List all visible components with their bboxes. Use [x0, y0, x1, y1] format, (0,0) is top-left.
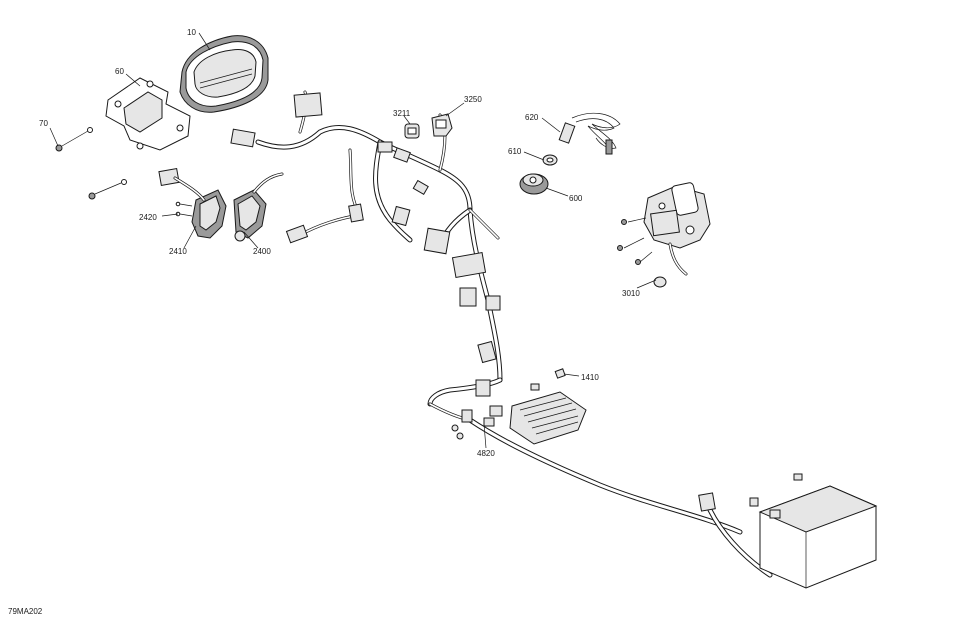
callout-2410: 2410: [169, 247, 187, 256]
callout-labels: 10 60 70 2420 2410 2400 3211 3250 620 61…: [39, 28, 640, 458]
fastener-4820-part: [451, 417, 495, 440]
gauge-support-bracket-part: [105, 77, 191, 151]
screw-parts: [55, 127, 127, 200]
callout-600: 600: [569, 194, 583, 203]
callout-610: 610: [508, 147, 522, 156]
callout-3010: 3010: [622, 289, 640, 298]
switch-3250-part: [431, 113, 453, 137]
leader-lines: [49, 32, 657, 449]
callout-3211: 3211: [393, 109, 411, 118]
retaining-nut-610-part: [542, 154, 558, 166]
callout-620: 620: [525, 113, 539, 122]
dess-switch-600-part: [519, 173, 549, 195]
switch-screws: [175, 201, 193, 217]
left-switch-housing-part: [158, 167, 227, 239]
callout-70: 70: [39, 119, 48, 128]
callout-4820: 4820: [477, 449, 495, 458]
fastener-1410-part: [530, 368, 566, 391]
right-switch-housing-part: [233, 172, 284, 242]
callout-3250: 3250: [464, 95, 482, 104]
gauge-display-part: [179, 35, 269, 113]
callout-2420: 2420: [139, 213, 157, 222]
actuator-3010-part: [617, 182, 711, 288]
diagram-reference-code: 79MA202: [8, 607, 43, 616]
callout-1410: 1410: [581, 373, 599, 382]
callout-10: 10: [187, 28, 196, 37]
main-wiring-harness: [230, 90, 773, 578]
voltage-regulator-part: [509, 391, 587, 445]
tether-cord-part: [558, 112, 621, 155]
switch-3211-part: [404, 123, 420, 139]
callout-2400: 2400: [253, 247, 271, 256]
battery-part: [749, 473, 878, 589]
callout-60: 60: [115, 67, 124, 76]
